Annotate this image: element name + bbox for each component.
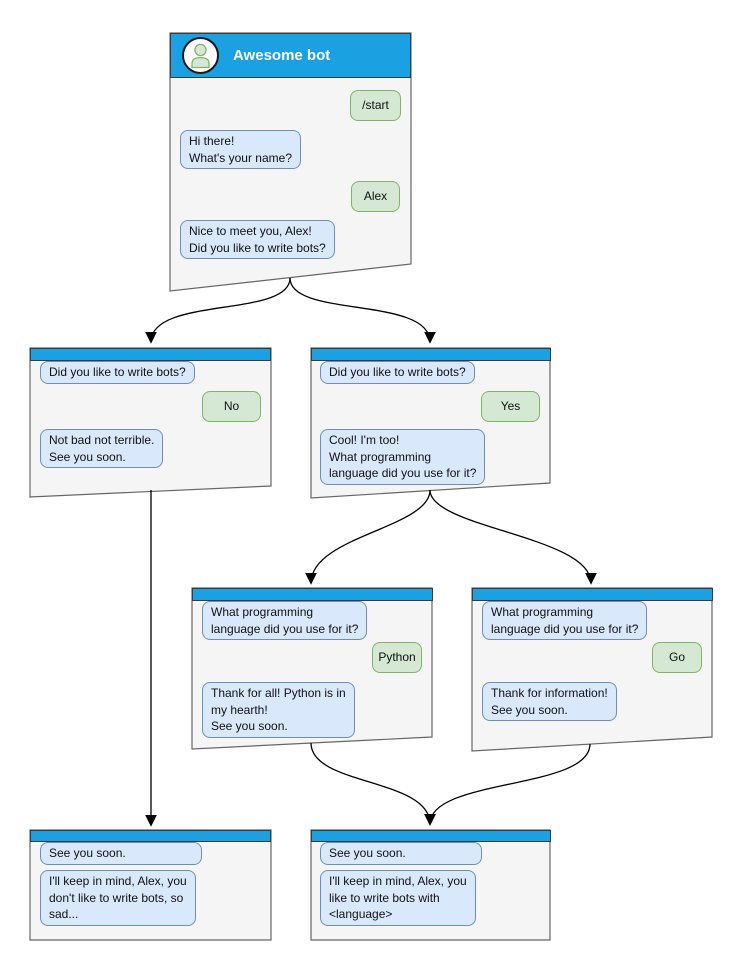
bot-message-bubble: Thank for all! Python is in my hearth! S… [202,682,355,738]
user-message-bubble: Yes [481,391,540,422]
user-message-bubble: Alex [351,181,400,212]
window-titlebar-branch-no [30,348,271,361]
user-message-bubble: Python [372,642,422,673]
bot-title: Awesome bot [233,47,331,64]
bot-message-bubble: Did you like to write bots? [320,361,475,384]
bot-message-bubble: Did you like to write bots? [40,361,195,384]
arrow-yes-to-go [429,489,597,585]
bot-message-bubble: I'll keep in mind, Alex, you like to wri… [320,870,476,926]
arrow-root-to-no [145,277,291,344]
bot-message-bubble: What programming language did you use fo… [482,601,648,640]
bot-message-bubble: Hi there! What's your name? [180,130,302,169]
arrow-go-to-end-yes [424,743,591,826]
bot-message-bubble: See you soon. [320,842,482,865]
bot-message-bubble: What programming language did you use fo… [202,601,368,640]
window-titlebar-branch-go [472,588,713,601]
arrow-root-to-yes [289,277,436,344]
window-titlebar-branch-python [192,588,433,601]
bot-message-bubble: Not bad not terrible. See you soon. [40,429,164,468]
bot-message-bubble: Thank for information! See you soon. [482,682,617,721]
user-message-bubble: Go [652,642,702,673]
window-titlebar-branch-yes [311,348,551,361]
person-icon [191,43,210,69]
window-titlebar-end-no [30,830,271,842]
bot-message-bubble: See you soon. [40,842,202,865]
user-message-bubble: No [202,391,261,422]
user-message-bubble: /start [350,90,401,121]
arrow-yes-to-python [305,489,431,585]
bot-avatar [182,37,219,74]
arrow-python-to-end-yes [310,742,436,826]
bot-message-bubble: Nice to meet you, Alex! Did you like to … [180,220,335,259]
window-titlebar-end-yes [311,830,551,842]
bot-message-bubble: Cool! I'm too! What programming language… [320,429,486,485]
bot-message-bubble: I'll keep in mind, Alex, you don't like … [40,870,196,926]
